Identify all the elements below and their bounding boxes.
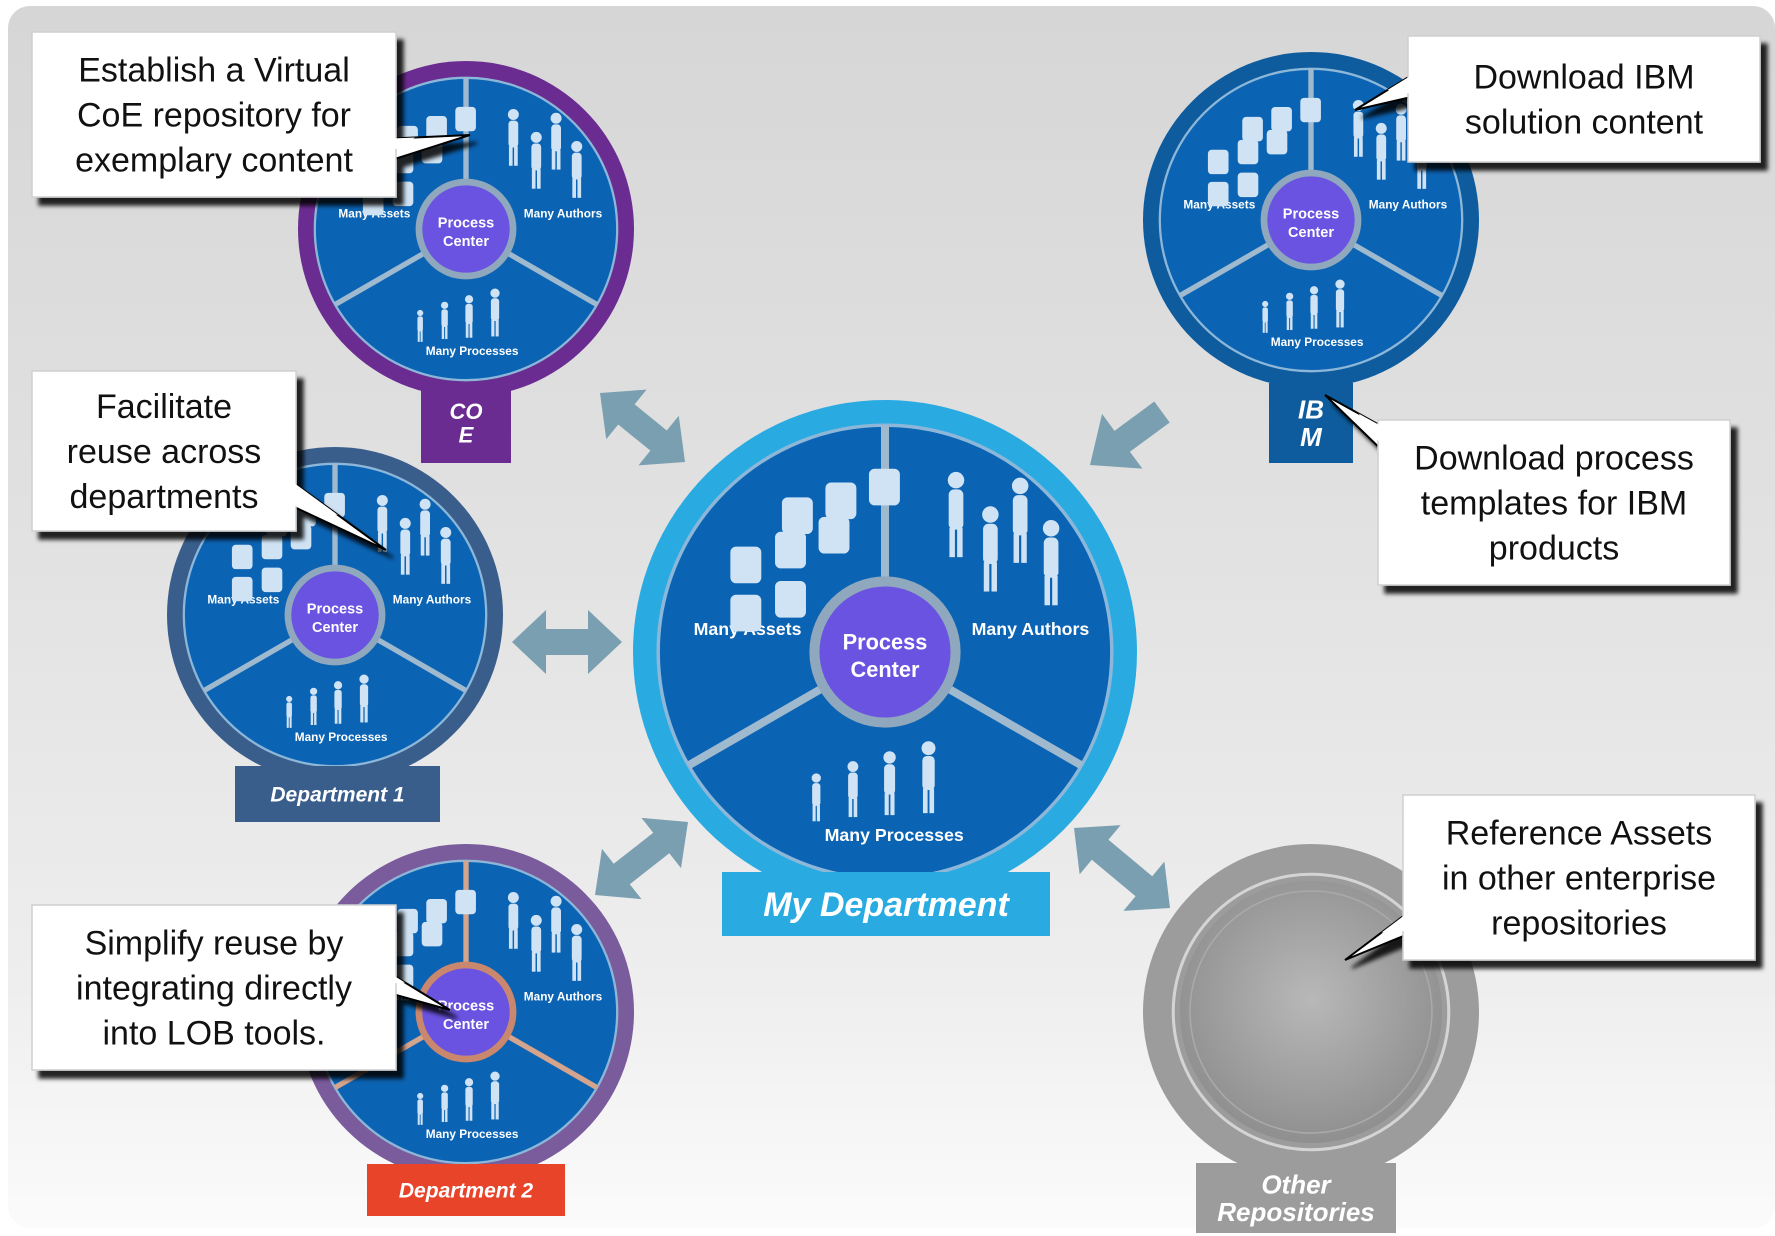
coe-authors-icon <box>507 108 583 198</box>
coe-hub-label-line1: Process <box>438 215 494 231</box>
coe-hub-label-line2: Center <box>443 234 489 250</box>
center-processes-label: Many Processes <box>825 825 964 845</box>
dept2-authors-icon <box>507 891 583 981</box>
center-authors-icon <box>947 471 1060 606</box>
dept2-plate-label-1: Department 2 <box>399 1179 534 1202</box>
coe-callout-box <box>31 31 397 198</box>
arrow-center-other <box>1074 825 1170 911</box>
dept2-callout-line-2: integrating directly <box>76 970 352 1008</box>
dept1-callout-line-1: Facilitate <box>96 388 232 426</box>
ibm-templates-callout-line-1: Download process <box>1414 440 1694 478</box>
ibm-hub-label-line1: Process <box>1283 206 1339 222</box>
center-plate-label-1: My Department <box>763 886 1010 924</box>
ibm-hub <box>1267 176 1355 264</box>
dept1-plate-background <box>235 766 440 822</box>
dept1-authors-icon <box>376 494 452 584</box>
dept1-hub-label-line2: Center <box>312 620 358 636</box>
ibm-assets-icon <box>1207 97 1321 207</box>
other-plate-label-2: Repositories <box>1217 1197 1375 1227</box>
other-plate-label-1: Other <box>1261 1169 1332 1199</box>
ibm-plate-label-1: IB <box>1298 394 1324 424</box>
ibm-solution-callout <box>1354 35 1761 163</box>
arrow-center-dept2 <box>595 817 688 900</box>
other-callout-box <box>1402 794 1756 961</box>
dept1-label-plate: Department 1 <box>235 766 440 822</box>
ibm-templates-callout-line-3: products <box>1489 530 1619 568</box>
coe-callout <box>31 31 471 198</box>
dept1-processes-icon <box>286 674 369 728</box>
ibm-label-plate: IBM <box>1269 383 1353 463</box>
coe-hub <box>422 185 510 273</box>
other-plate-background <box>1196 1163 1396 1233</box>
dept1-callout-line-3: departments <box>70 478 259 516</box>
ibm-processes-label: Many Processes <box>1271 335 1364 349</box>
dept2-hub-label-line1: Process <box>438 998 494 1014</box>
coe-callout-line-3: exemplary content <box>75 142 353 180</box>
other-callout-line-1: Reference Assets <box>1446 815 1712 853</box>
ibm-solution-callout-box <box>1407 35 1761 163</box>
coe-plate-label-1: CO <box>450 399 483 424</box>
ibm-solution-callout-line-2: solution content <box>1465 104 1704 142</box>
other-callout-line-2: in other enterprise <box>1442 860 1716 898</box>
arrow-center-dept1 <box>512 610 622 674</box>
coe-plate-background <box>421 383 511 463</box>
dept2-label-plate: Department 2 <box>367 1164 565 1216</box>
dept2-callout <box>31 904 451 1071</box>
dept2-callout-box <box>31 904 397 1071</box>
ibm-templates-callout <box>1324 394 1731 586</box>
coe-callout-line-1: Establish a Virtual <box>78 52 350 90</box>
dept1-callout-box <box>31 370 297 532</box>
dept2-hub <box>422 968 510 1056</box>
dept2-processes-icon <box>417 1071 500 1125</box>
center-hub <box>819 586 951 718</box>
arrow-center-coe <box>600 389 685 466</box>
dept1-callout-line-2: reuse across <box>67 433 262 471</box>
arrow-ibm-to-center <box>1090 401 1170 469</box>
center-processes-icon <box>811 741 936 822</box>
other-callout-line-3: repositories <box>1491 905 1667 943</box>
dept1-callout <box>31 370 387 551</box>
ibm-solution-callout-line-1: Download IBM <box>1473 59 1694 97</box>
ibm-plate-background <box>1269 383 1353 463</box>
ibm-templates-callout-line-2: templates for IBM <box>1421 485 1687 523</box>
dept2-callout-line-3: into LOB tools. <box>102 1015 325 1053</box>
dept2-authors-label: Many Authors <box>524 990 603 1004</box>
coe-plate-label-2: E <box>459 422 475 447</box>
center-assets-icon <box>730 468 900 632</box>
coe-callout-line-2: CoE repository for <box>77 97 351 135</box>
dept1-hub-label-line1: Process <box>307 601 363 617</box>
center-authors-label: Many Authors <box>972 619 1090 639</box>
other-callout <box>1344 794 1756 961</box>
label-plates-layer: COE IBM Department 1 Department 2 My Departm… <box>235 383 1396 1233</box>
arrows-layer <box>512 389 1170 911</box>
coe-processes-icon <box>417 288 500 342</box>
coe-label-plate: COE <box>421 383 511 463</box>
dept1-hub <box>291 571 379 659</box>
dept1-plate-label-1: Department 1 <box>270 783 404 806</box>
center-hub-label-line1: Process <box>843 630 928 655</box>
dept2-plate-background <box>367 1164 565 1216</box>
ibm-templates-callout-box <box>1377 419 1731 586</box>
ibm-processes-icon <box>1262 279 1345 333</box>
dept2-hub-label-line2: Center <box>443 1017 489 1033</box>
dept2-callout-line-1: Simplify reuse by <box>85 925 344 963</box>
center-plate-background <box>722 872 1050 936</box>
dept1-processes-label: Many Processes <box>295 730 388 744</box>
ibm-authors-label: Many Authors <box>1369 198 1448 212</box>
center-hub-label-line2: Center <box>851 657 920 682</box>
ibm-hub-label-line2: Center <box>1288 225 1334 241</box>
center-label-plate: My Department <box>722 872 1050 936</box>
coe-authors-label: Many Authors <box>524 207 603 221</box>
ibm-plate-label-2: M <box>1300 422 1323 452</box>
dept1-authors-label: Many Authors <box>393 593 472 607</box>
coe-processes-label: Many Processes <box>426 344 519 358</box>
dept2-processes-label: Many Processes <box>426 1127 519 1141</box>
